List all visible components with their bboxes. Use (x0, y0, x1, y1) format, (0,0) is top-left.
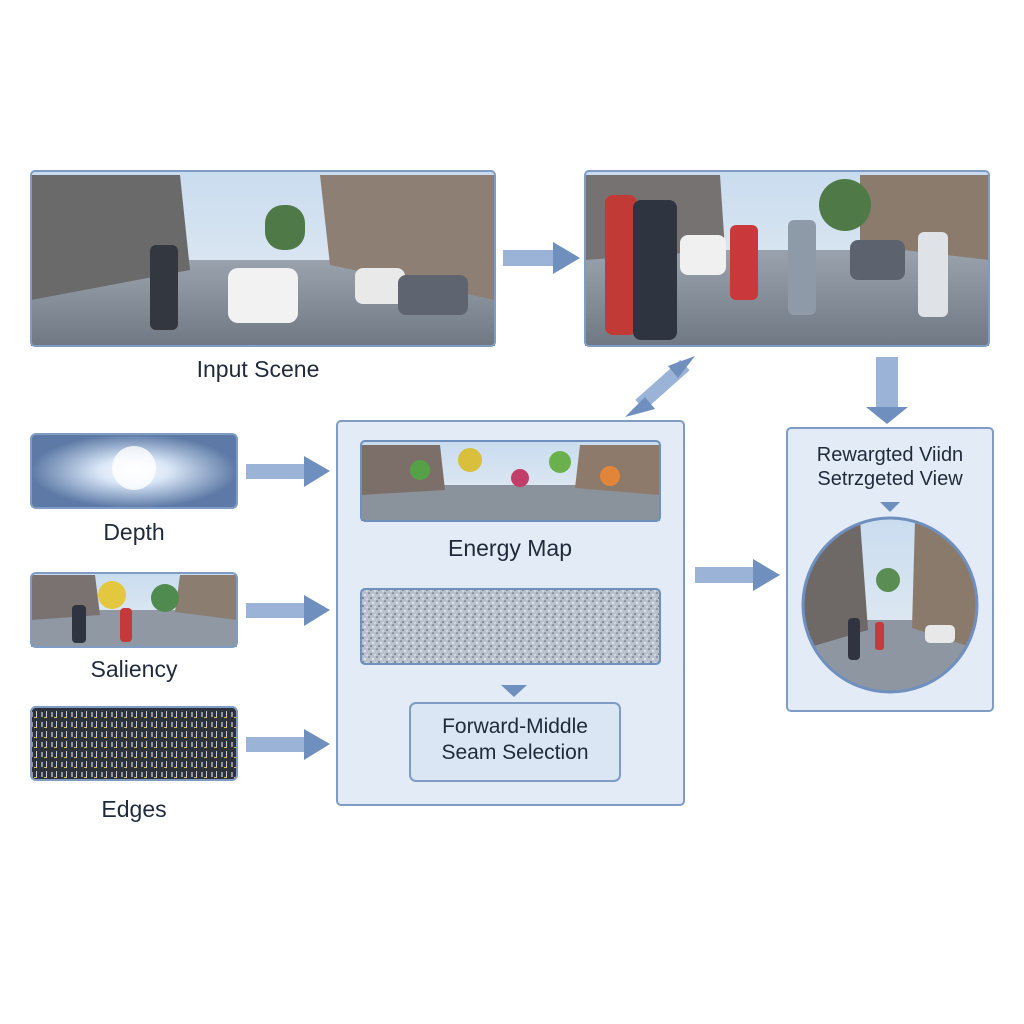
retargeted-view-label-line2: Setrzgeted View (817, 468, 963, 490)
edges-image (30, 706, 238, 781)
edges-label: Edges (101, 796, 167, 822)
seam-selection-label-line1: Forward-Middle (442, 715, 588, 738)
arrow-down-to-retargeted (866, 357, 908, 424)
arrow-edges-to-energy (246, 729, 330, 760)
energy-noise-image (360, 588, 661, 665)
arrow-diagonal-bidirectional (625, 356, 695, 417)
retargeted-inner-arrow (880, 502, 900, 512)
arrow-saliency-to-energy (246, 595, 330, 626)
saliency-label: Saliency (90, 656, 178, 682)
energy-map-image (360, 440, 661, 522)
arrow-depth-to-energy (246, 456, 330, 487)
depth-label: Depth (103, 519, 165, 545)
retargeted-view-label-line1: Rewargted Viidn (816, 444, 964, 466)
saliency-image (30, 572, 238, 648)
arrow-energy-to-retargeted (695, 559, 780, 591)
input-scene-label: Input Scene (196, 356, 320, 382)
arrow-to-seam-selection (501, 685, 527, 697)
arrow-input-to-scene (503, 242, 580, 274)
depth-image (30, 433, 238, 509)
input-scene-image (30, 170, 496, 347)
seam-selection-box (409, 702, 621, 782)
processed-scene-image (584, 170, 990, 347)
seam-selection-label-line2: Seam Selection (441, 741, 589, 764)
energy-map-label: Energy Map (447, 535, 572, 561)
